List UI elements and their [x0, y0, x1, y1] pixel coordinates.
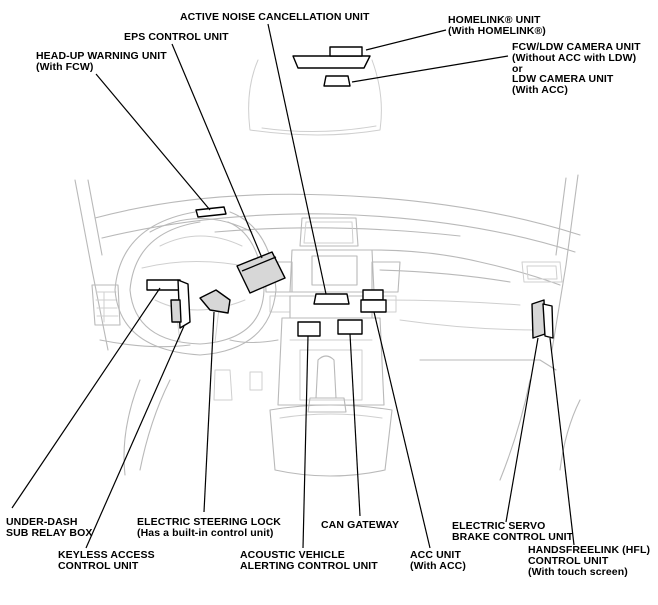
- label-keyless-2: CONTROL UNIT: [58, 560, 139, 572]
- label-ldw-note: (With ACC): [512, 84, 568, 96]
- label-fcw: FCW/LDW CAMERA UNIT: [512, 41, 641, 53]
- leader-fcw: [351, 55, 509, 83]
- label-homelink-note: (With HOMELINK®): [448, 25, 546, 37]
- leader-can-gateway: [349, 333, 361, 517]
- label-servo-brake-2: BRAKE CONTROL UNIT: [452, 531, 574, 543]
- can-gateway: [337, 319, 363, 335]
- label-eps: EPS CONTROL UNIT: [124, 31, 229, 43]
- leader-acc: [373, 311, 431, 549]
- leader-steering-lock: [203, 311, 215, 513]
- acc-unit: [360, 289, 387, 313]
- eps-control-unit: [236, 251, 286, 294]
- label-head-up: HEAD-UP WARNING UNIT: [36, 50, 167, 62]
- label-ldw: LDW CAMERA UNIT: [512, 73, 614, 85]
- leader-eps: [171, 43, 263, 259]
- leader-head-up: [95, 73, 211, 211]
- leader-acoustic: [302, 335, 309, 549]
- component-units: [146, 46, 554, 339]
- electric-servo-brake-control-unit: [531, 299, 554, 339]
- homelink-unit: [292, 46, 371, 69]
- leader-servo-brake: [505, 337, 539, 523]
- under-dash-sub-relay-box: [146, 279, 191, 329]
- label-acoustic-2: ALERTING CONTROL UNIT: [240, 560, 378, 572]
- label-under-dash-2: SUB RELAY BOX: [6, 527, 93, 539]
- label-keyless: KEYLESS ACCESS: [58, 549, 155, 561]
- label-active-noise: ACTIVE NOISE CANCELLATION UNIT: [180, 11, 370, 23]
- leader-hfl: [549, 337, 575, 546]
- leader-active-noise: [267, 23, 327, 295]
- leader-lines: [11, 23, 575, 549]
- head-up-warning-unit: [195, 206, 227, 218]
- acoustic-vehicle-alerting-unit: [297, 321, 321, 337]
- label-hfl-2: CONTROL UNIT: [528, 555, 609, 567]
- label-hfl-note: (With touch screen): [528, 566, 628, 578]
- label-under-dash: UNDER-DASH: [6, 516, 78, 528]
- label-steering-lock: ELECTRIC STEERING LOCK: [137, 516, 281, 528]
- leader-keyless: [85, 325, 185, 549]
- label-servo-brake: ELECTRIC SERVO: [452, 520, 545, 532]
- active-noise-cancellation-unit: [313, 293, 350, 305]
- label-steering-lock-note: (Has a built-in control unit): [137, 527, 273, 539]
- label-can-gateway: CAN GATEWAY: [321, 519, 399, 531]
- label-acoustic: ACOUSTIC VEHICLE: [240, 549, 345, 561]
- label-head-up-note: (With FCW): [36, 61, 93, 73]
- leader-under-dash: [11, 287, 161, 509]
- label-homelink: HOMELINK® UNIT: [448, 14, 541, 26]
- dashboard-outline: [74, 59, 581, 481]
- fcw-ldw-camera-unit: [323, 75, 351, 87]
- label-hfl: HANDSFREELINK (HFL): [528, 544, 650, 556]
- label-fcw-or: or: [512, 63, 523, 75]
- label-acc: ACC UNIT: [410, 549, 461, 561]
- leader-homelink: [365, 29, 447, 51]
- callout-labels: ACTIVE NOISE CANCELLATION UNIT EPS CONTR…: [6, 11, 650, 578]
- electric-steering-lock: [199, 289, 231, 314]
- label-fcw-note: (Without ACC with LDW): [512, 52, 636, 64]
- label-acc-note: (With ACC): [410, 560, 466, 572]
